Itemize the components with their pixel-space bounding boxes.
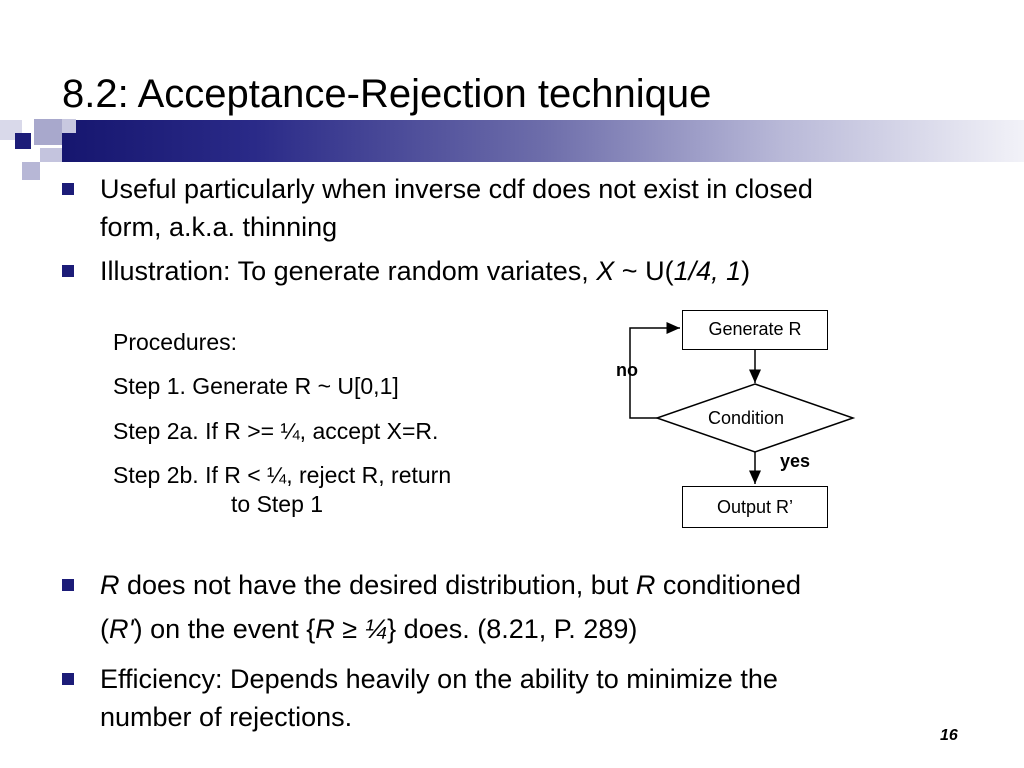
header-decoration [0,0,1024,180]
bullet-square-icon [62,673,74,685]
deco-square [40,148,62,162]
bullet-3-var4: R [315,614,335,644]
procedures-heading: Procedures: [113,329,238,355]
bullet-3-text2: conditioned [655,570,801,600]
bullet-3-text3: ) on the event { [133,614,316,644]
bullet-4-line2: number of rejections. [100,702,353,732]
bullet-3-open: ( [100,614,109,644]
bullet-4-line1: Efficiency: Depends heavily on the abili… [100,664,778,694]
procedure-step-2b-cont: to Step 1 [231,491,324,517]
deco-square [34,119,62,145]
bullet-item-4: Efficiency: Depends heavily on the abili… [62,660,962,736]
slide-title: 8.2: Acceptance-Rejection technique [62,72,712,116]
procedure-step-2a: Step 2a. If R >= ¼, accept X=R. [113,418,439,444]
procedure-step-1: Step 1. Generate R ~ U[0,1] [113,373,399,399]
deco-square [62,119,76,133]
arrow-no-loop [629,322,680,419]
flow-condition-label: Condition [708,408,785,428]
bullet-2-suffix: ) [741,256,751,286]
header-gradient-band [62,120,1024,162]
bullet-3-text1: does not have the desired distribution, … [119,570,636,600]
bullet-3-text4: } does. (8.21, P. 289) [387,614,638,644]
deco-square [15,133,31,149]
deco-square [22,162,40,180]
flow-no-label: no [616,360,638,380]
bullet-3-line2: (R') on the event {R ≥ ¼} does. (8.21, P… [100,610,962,648]
bullet-item-1: Useful particularly when inverse cdf doe… [62,170,962,246]
flow-output-box: Output R’ [682,486,828,528]
bullet-2-prefix: Illustration: To generate random variate… [100,256,597,286]
page-number: 16 [940,727,958,744]
bullet-square-icon [62,183,74,195]
bullet-3-var1: R [100,570,120,600]
bullet-2-args: 1/4, 1 [673,256,742,286]
bullet-3-line1: R does not have the desired distribution… [100,566,962,604]
bullet-1-line1: Useful particularly when inverse cdf doe… [100,174,813,204]
bullet-item-2: Illustration: To generate random variate… [62,252,962,290]
bullet-item-3: R does not have the desired distribution… [62,566,962,648]
bullet-3-var2: R [635,570,656,600]
flow-generate-box: Generate R [682,310,828,350]
bullet-2-mid: ~ U( [614,256,674,286]
bullet-1-line2: form, a.k.a. thinning [100,212,338,242]
bullet-square-icon [62,579,74,591]
bullet-2-text: Illustration: To generate random variate… [100,252,962,290]
bullet-3-geq: ≥ [334,614,365,644]
bullet-3-frac: ¼ [364,614,388,644]
bullet-2-var: X [596,256,615,286]
bullet-3-var3: R' [109,614,134,644]
flow-yes-label: yes [780,451,811,471]
procedure-step-2b: Step 2b. If R < ¼, reject R, return [113,462,452,488]
bullet-square-icon [62,265,74,277]
